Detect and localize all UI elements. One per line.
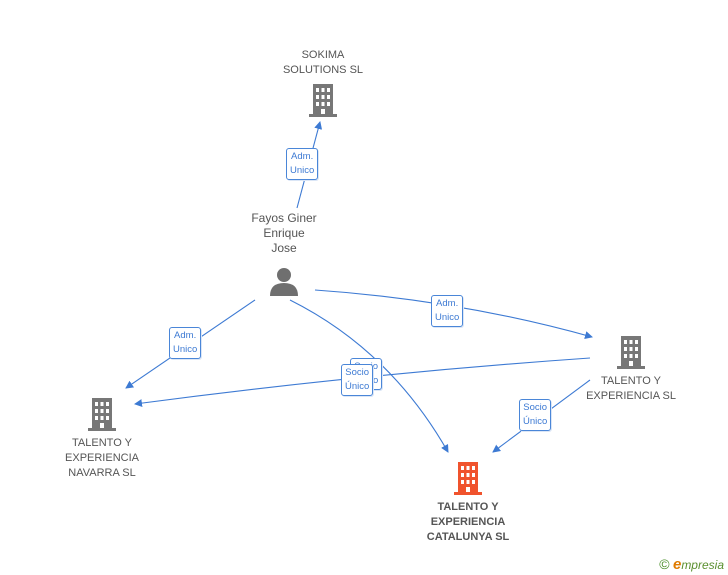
company-node-sokima[interactable]: SOKIMA SOLUTIONS SL [268,48,378,118]
edge-label-line: Único [523,416,548,427]
company-node-navarra[interactable]: TALENTO Y EXPERIENCIA NAVARRA SL [50,396,154,481]
edge-label-line: Unico [290,165,315,176]
company-name-line: TALENTO Y [601,375,661,387]
edge-label-socio-unico[interactable]: Socio Único [341,364,374,396]
edge-label-line: Adm. [174,330,197,341]
building-icon [309,84,337,117]
edge-label-adm-unico[interactable]: Adm. Unico [169,327,202,359]
building-icon [88,398,116,431]
edge-label-line: Adm. [291,151,314,162]
edge-label-line: Unico [173,344,198,355]
edge-label-line: Único [345,381,370,392]
person-name-line: Jose [271,241,297,255]
company-node-catalunya[interactable]: TALENTO Y EXPERIENCIA CATALUNYA SL [412,460,524,545]
edge-label-adm-unico[interactable]: Adm. Unico [431,295,464,327]
edge-label-line: Socio [345,367,370,378]
edge-label-line: Socio [523,402,548,413]
building-icon [617,336,645,369]
edge-label-socio-unico[interactable]: Socio Único [519,399,552,431]
company-name-line: EXPERIENCIA [65,452,139,464]
brand-initial: e [672,556,682,573]
company-name-line: SOKIMA [301,49,345,61]
edge-label-line: Unico [435,312,460,323]
brand-name: mpresia [681,558,724,572]
person-name-line: Fayos Giner [251,211,317,225]
company-name-line: EXPERIENCIA SL [586,390,676,402]
company-name-line: TALENTO Y [437,501,499,513]
edge-label-adm-unico[interactable]: Adm. Unico [286,148,319,180]
company-node-talento-sl[interactable]: TALENTO Y EXPERIENCIA SL [578,334,684,404]
company-name-line: NAVARRA SL [68,467,136,479]
company-name-line: TALENTO Y [72,437,132,449]
empresia-logo[interactable]: © empresia [659,556,724,573]
company-name-line: EXPERIENCIA [430,516,506,528]
person-node[interactable]: Fayos Giner Enrique Jose [232,211,336,298]
person-icon [270,268,298,296]
building-icon [454,462,482,495]
copyright-icon: © [659,556,670,572]
company-name-line: SOLUTIONS SL [282,64,364,76]
person-name-line: Enrique [263,226,305,240]
company-name-line: CATALUNYA SL [426,531,510,543]
edge-label-line: Adm. [436,298,459,309]
